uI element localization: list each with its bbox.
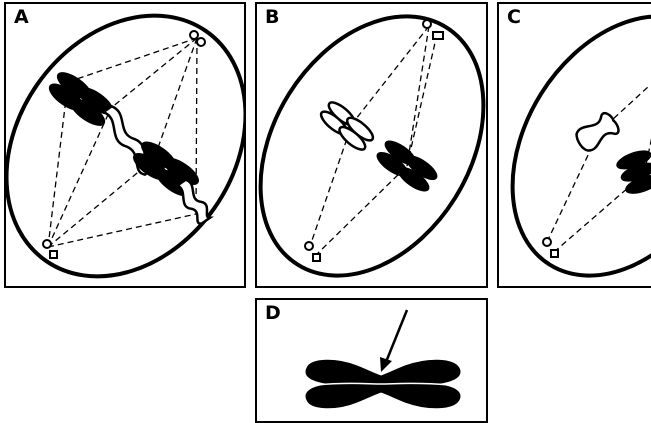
cell-membrane: [499, 4, 651, 288]
panel-a-diagram: [6, 4, 246, 288]
panel-label-c: C: [507, 8, 521, 27]
panel-label-d: D: [265, 304, 281, 323]
centromere-arrow: [380, 310, 407, 372]
panel-c: C: [497, 2, 651, 288]
panel-label-a: A: [14, 8, 29, 27]
panel-c-diagram: [499, 4, 651, 288]
panel-b-diagram: [257, 4, 488, 288]
cell-membrane: [257, 4, 488, 288]
panel-d-diagram: [257, 300, 488, 423]
panel-b: B: [255, 2, 488, 288]
panel-label-b: B: [265, 8, 279, 27]
panel-d: D: [255, 298, 488, 423]
panel-a: A: [4, 2, 246, 288]
